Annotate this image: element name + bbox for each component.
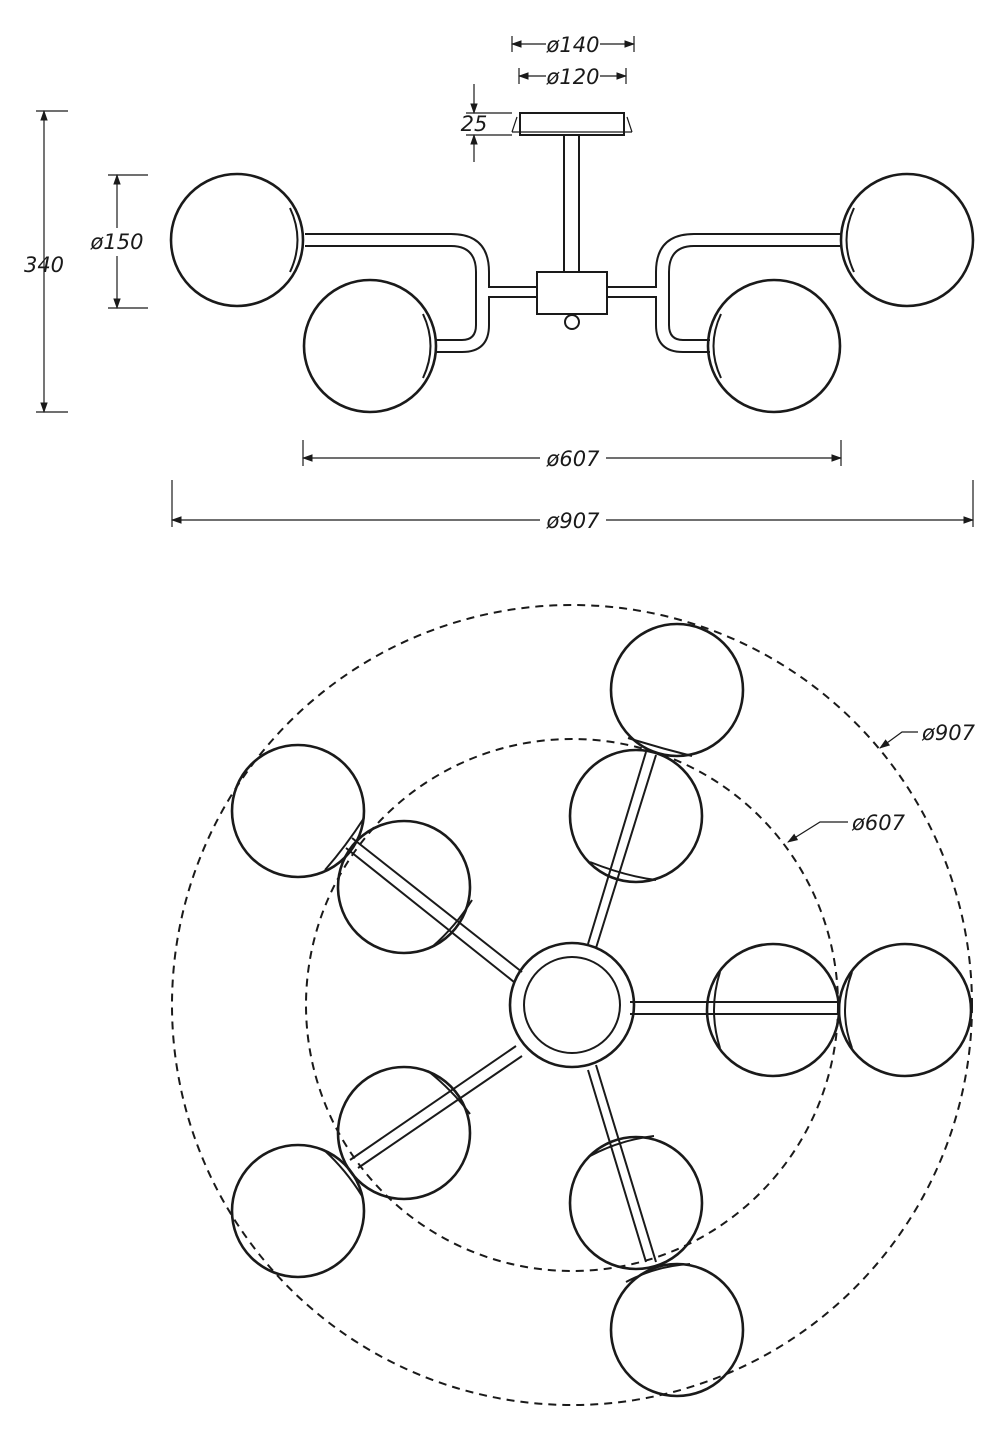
side-view: ø140 ø120 25 340 xyxy=(24,33,975,533)
dim-outer-span: ø907 xyxy=(170,480,975,533)
top-hub xyxy=(508,941,636,1069)
top-globe-upper-left-outer xyxy=(230,743,366,879)
dim-label-mount-thickness: 25 xyxy=(461,112,488,136)
dim-label-mount-inner: ø120 xyxy=(546,65,600,89)
top-globe-top-inner xyxy=(568,748,704,884)
dim-label-mount-outer: ø140 xyxy=(546,33,600,57)
dim-inner-span: ø607 xyxy=(301,440,843,471)
right-arms xyxy=(607,233,840,353)
top-globe-bottom-inner xyxy=(568,1135,704,1271)
dim-globe: ø150 xyxy=(90,173,148,310)
dim-label-globe: ø150 xyxy=(90,230,144,254)
label-inner-circle: ø607 xyxy=(851,811,906,835)
center-rod xyxy=(563,135,580,272)
dim-mount-outer: ø140 xyxy=(510,33,636,57)
top-arms xyxy=(345,751,840,1263)
top-globe-bottom-outer xyxy=(609,1262,745,1398)
ceiling-mount xyxy=(511,112,633,136)
top-globe-upper-left-inner xyxy=(336,819,473,955)
top-globe-right-inner xyxy=(705,942,841,1078)
label-outer-circle: ø907 xyxy=(921,721,976,745)
top-globe-top-outer xyxy=(609,622,745,758)
top-view: ø907 ø607 xyxy=(171,604,976,1406)
dim-label-height: 340 xyxy=(24,253,64,277)
leader-inner-circle: ø607 xyxy=(787,811,906,843)
top-globe-right-outer xyxy=(837,942,973,1078)
dim-label-inner-span: ø607 xyxy=(546,447,601,471)
side-globe-right-inner xyxy=(706,278,842,414)
dim-height: 340 xyxy=(24,109,68,414)
outer-span-circle xyxy=(171,604,973,1406)
center-hub xyxy=(536,271,608,330)
dim-mount-thickness: 25 xyxy=(461,84,512,162)
side-globe-left-outer xyxy=(169,172,305,308)
top-globe-lower-left-outer xyxy=(230,1143,366,1279)
side-globe-left-inner xyxy=(302,278,438,414)
leader-outer-circle: ø907 xyxy=(879,721,976,749)
dim-label-outer-span: ø907 xyxy=(546,509,601,533)
left-arms xyxy=(305,233,537,353)
top-globe-lower-left-inner xyxy=(336,1065,472,1201)
dim-mount-inner: ø120 xyxy=(517,65,628,89)
side-globe-right-outer xyxy=(839,172,975,308)
